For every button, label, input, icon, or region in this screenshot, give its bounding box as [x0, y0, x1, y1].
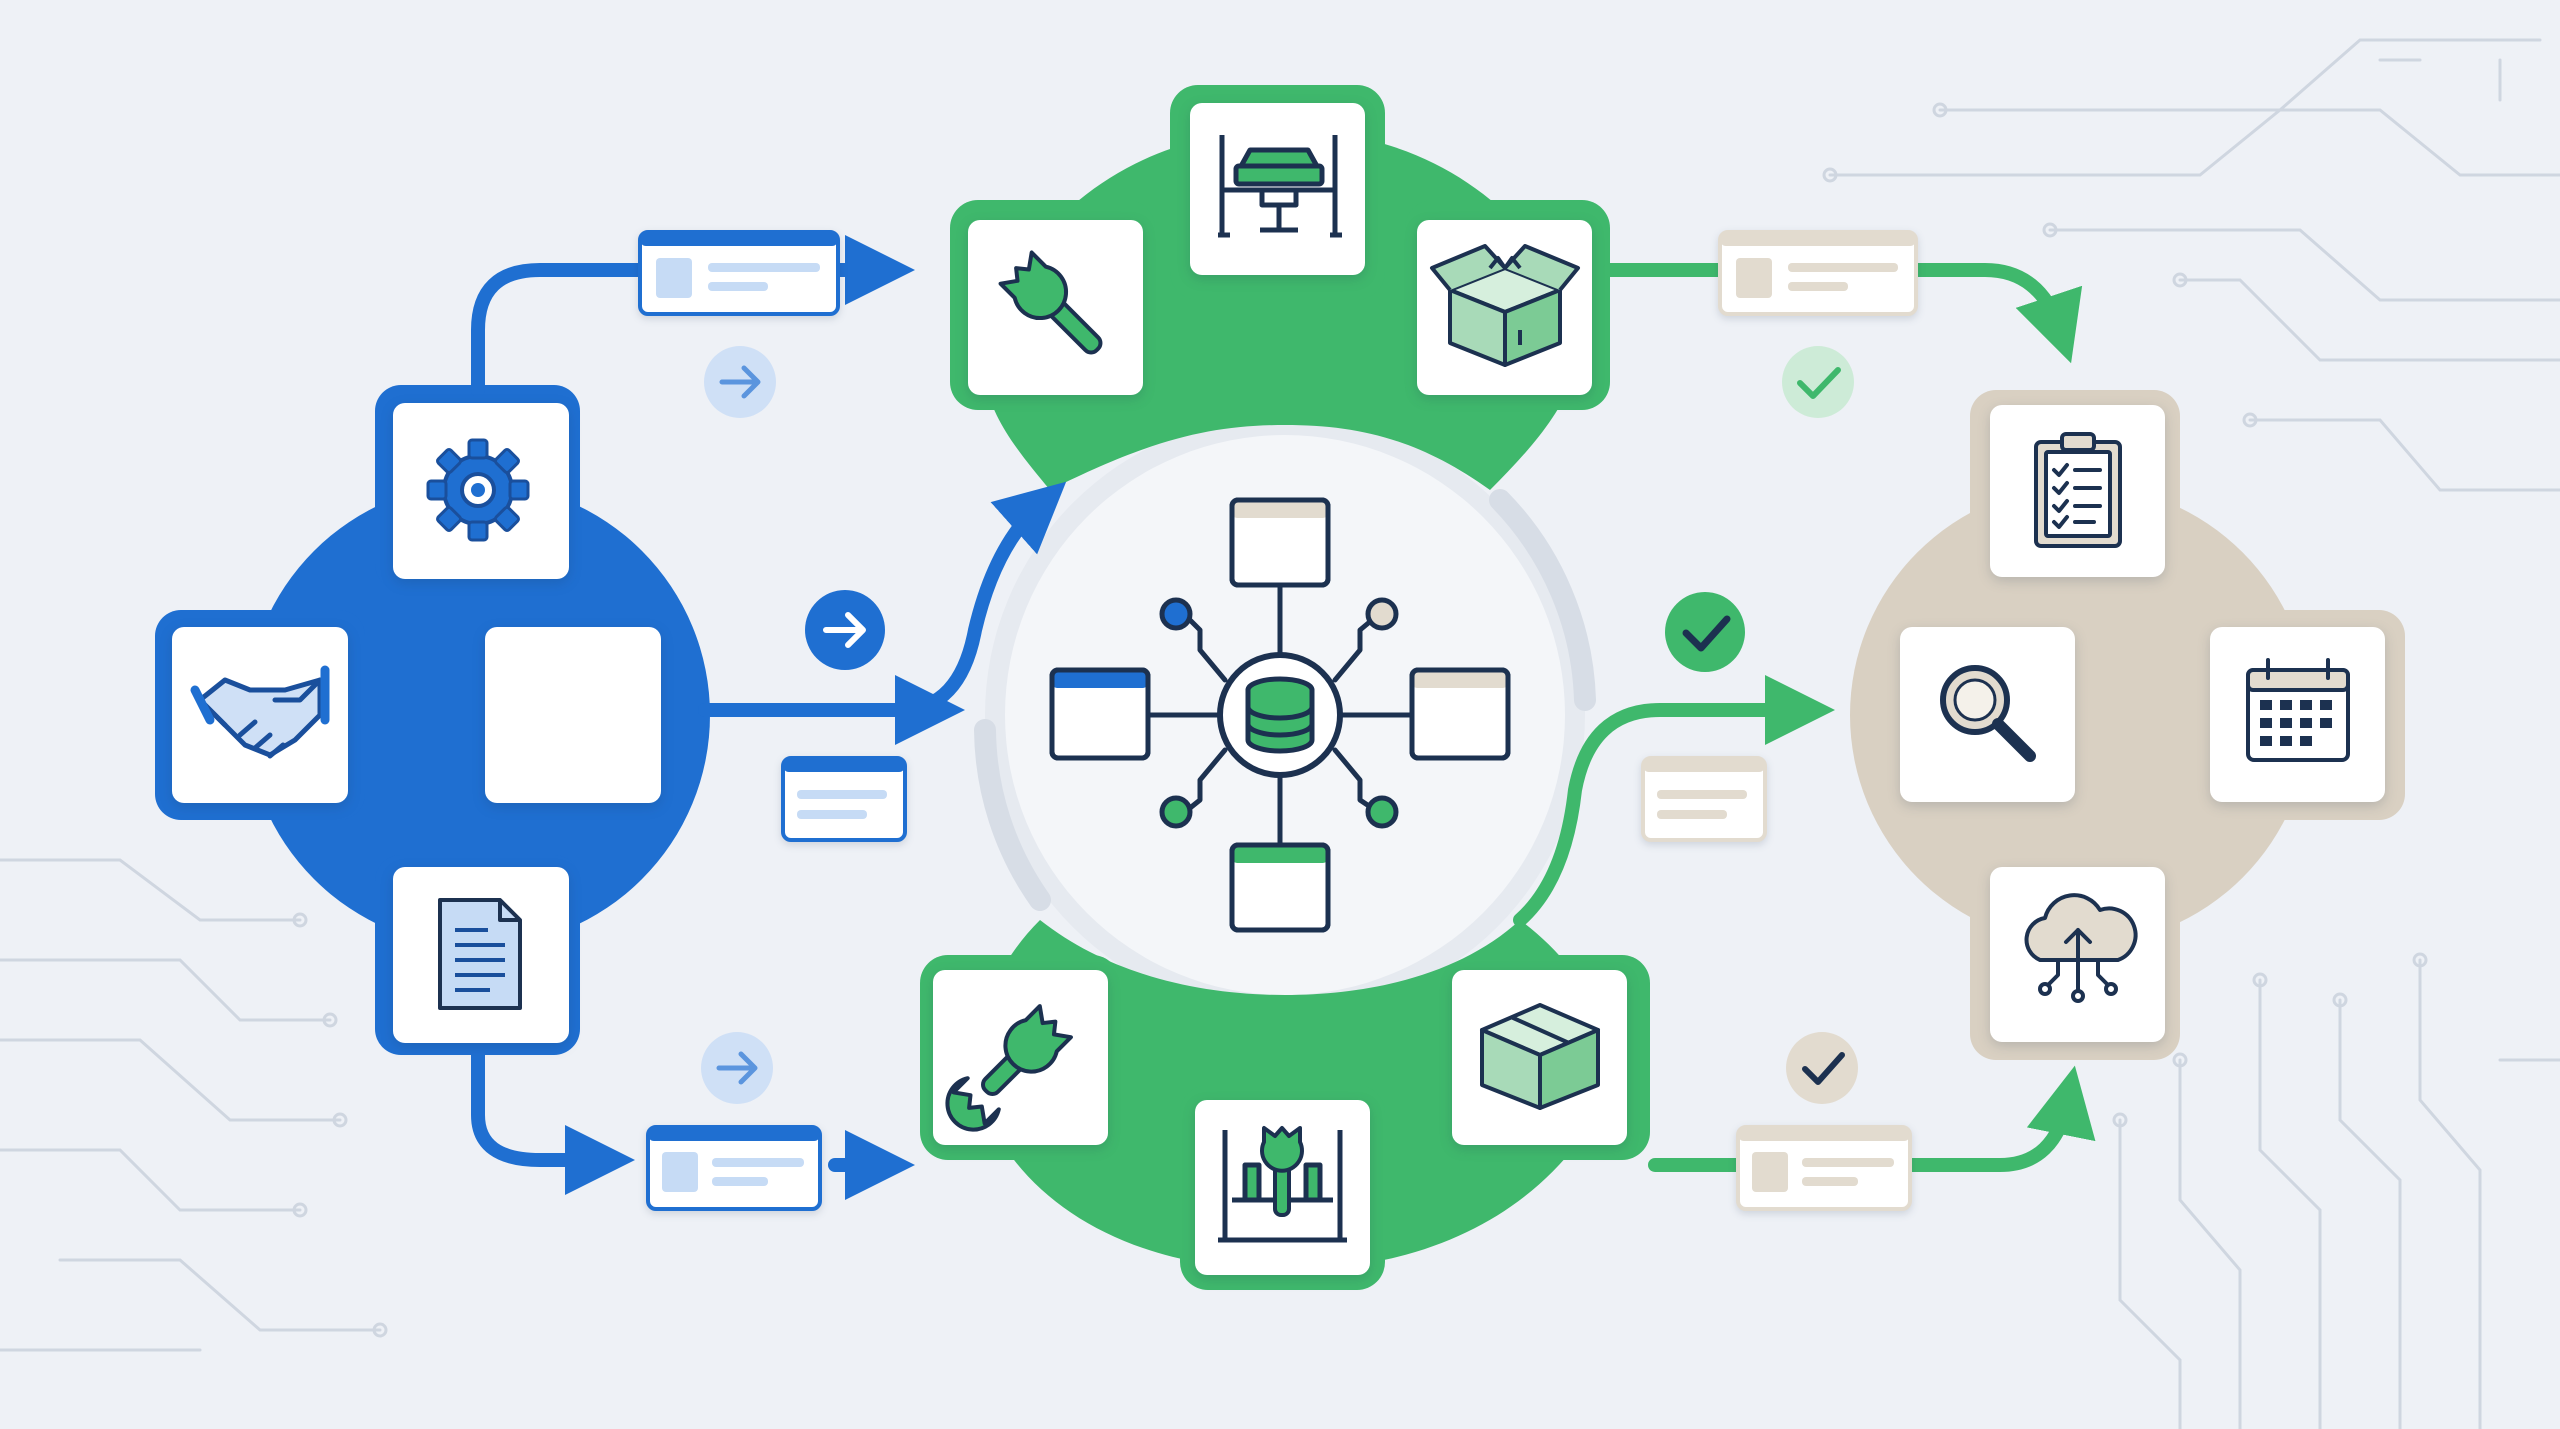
package-tile [1452, 970, 1627, 1145]
magnifier-icon [1940, 665, 2036, 762]
status-badges [701, 346, 1858, 1104]
arrow-badge-light [701, 1032, 773, 1104]
wrench-icon [945, 1004, 1073, 1132]
package-icon [1430, 244, 1580, 367]
data-cards [638, 230, 1918, 1211]
connector-hub-to-review [1513, 675, 1835, 927]
data-card [1718, 230, 1918, 316]
handshake-tile [172, 627, 348, 803]
connector-intake-top [471, 235, 915, 397]
circuit-background [0, 38, 2560, 1429]
clipboard-checklist-icon [2034, 432, 2122, 548]
database-icon [1245, 676, 1315, 754]
gear-icon [426, 438, 530, 542]
data-card [1736, 1125, 1912, 1211]
hub-network [1049, 497, 1511, 933]
connector-intake-bottom [471, 1048, 635, 1195]
cloud-tile [1990, 867, 2165, 1042]
clipboard-tile [1990, 405, 2165, 577]
arrow-badge-light [704, 346, 776, 418]
wrench-tile [968, 220, 1143, 395]
review-tiles [1900, 405, 2385, 1042]
wrench-tile [933, 970, 1108, 1145]
arrow-badge [805, 590, 885, 670]
intake-tiles [172, 403, 661, 1043]
calendar-icon [2246, 658, 2350, 762]
magnifier-tile [1900, 627, 2075, 802]
check-badge-light [1782, 346, 1854, 418]
connector-bottom-to-review [1648, 1065, 2096, 1172]
handshake-icon [190, 665, 330, 759]
connector-top-to-review [1603, 263, 2083, 364]
calendar-tile [2210, 627, 2385, 802]
gear-tile [393, 403, 569, 579]
package-tile [1417, 220, 1592, 395]
data-card [781, 756, 907, 842]
car-lift-tile [1190, 103, 1365, 275]
car-lift-icon [1218, 135, 1342, 238]
document-tile [393, 867, 569, 1043]
cloud-upload-icon [2024, 893, 2138, 1003]
data-card [646, 1125, 822, 1211]
data-card [1641, 756, 1767, 842]
data-card [638, 230, 840, 316]
check-badge-neutral [1786, 1032, 1858, 1104]
document-icon [438, 898, 522, 1010]
package-icon [1480, 1003, 1600, 1110]
service-bottom-tiles [933, 970, 1627, 1275]
service-top-tiles [968, 103, 1592, 395]
repair-station-tile [1195, 1100, 1370, 1275]
repair-station-icon [1218, 1126, 1347, 1243]
flow-connectors [471, 235, 2096, 1200]
check-badge [1665, 592, 1745, 672]
blank-tile [485, 627, 661, 803]
wrench-icon [998, 250, 1103, 355]
